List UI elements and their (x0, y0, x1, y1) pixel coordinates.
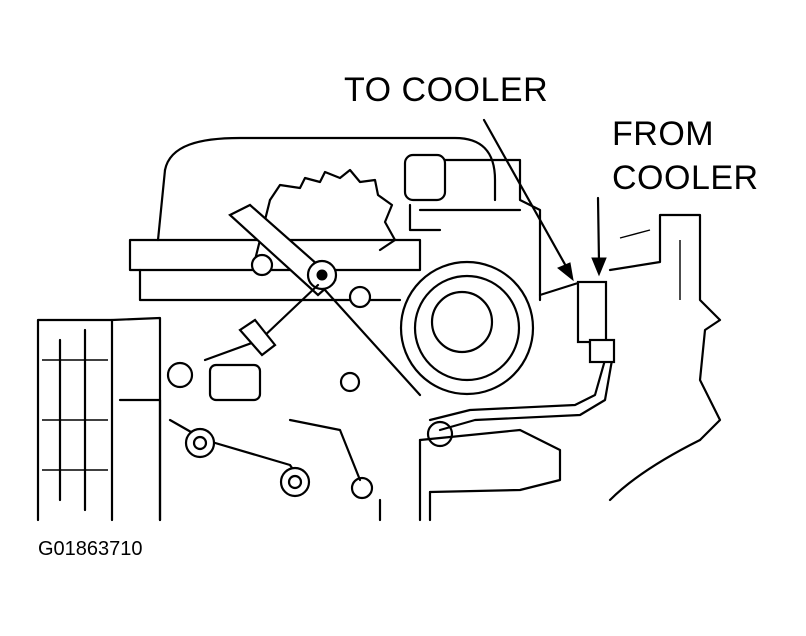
cooler-lines (428, 280, 616, 432)
right-housing (403, 153, 542, 302)
callout-leaders (482, 118, 607, 282)
cooler-fitting (399, 260, 535, 396)
linkage-arm (203, 203, 422, 397)
figure-id: G01863710 (38, 538, 143, 560)
top-housing (128, 136, 497, 302)
from-cooler-label-line1: FROM (612, 115, 715, 153)
bolts (166, 253, 454, 500)
right-transmission-edge (608, 213, 722, 502)
lower-linkage (168, 418, 362, 498)
from-cooler-label-line2: COOLER (612, 159, 759, 197)
left-engine-block (36, 316, 162, 522)
lower-body (118, 398, 562, 522)
to-cooler-label: TO COOLER (344, 71, 549, 109)
sensor-connector (208, 318, 277, 402)
